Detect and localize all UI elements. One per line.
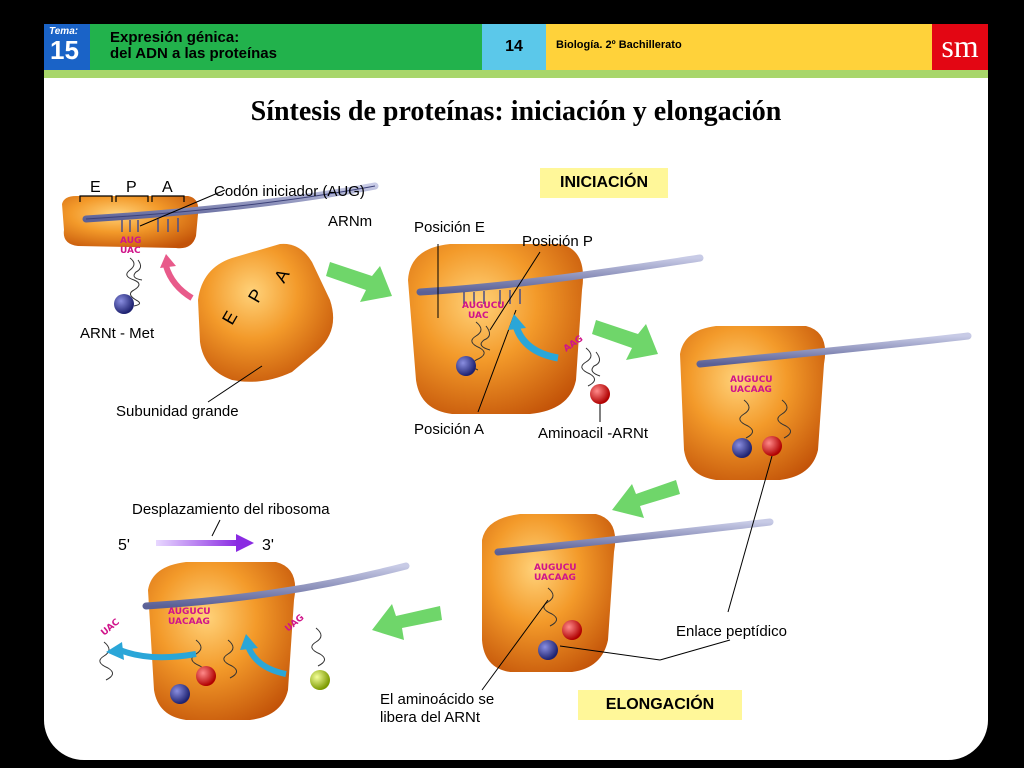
codon-aug: AUG <box>120 236 141 246</box>
exiting-anticodon: UAC <box>100 617 123 638</box>
label-five-prime: 5' <box>118 537 130 554</box>
pink-arrow-head <box>160 254 176 268</box>
small-subunit <box>62 182 379 249</box>
label-peptide-bond: Enlace peptídico <box>676 623 787 640</box>
ribosome-initiation <box>408 244 704 414</box>
label-start-codon: Codón iniciador (AUG) <box>214 183 365 200</box>
shift-arrow-head <box>236 534 254 552</box>
pink-arrow <box>163 265 194 301</box>
large-subunit: E P A <box>198 243 334 382</box>
peptide-bond-leader-1 <box>727 455 773 613</box>
r4-codons: AUGUCU <box>168 607 211 617</box>
label-large-subunit: Subunidad grande <box>116 403 239 420</box>
stage-initiation: INICIACIÓN <box>540 168 668 198</box>
label-position-e: Posición E <box>414 219 485 236</box>
label-position-p: Posición P <box>522 233 593 250</box>
label-p: P <box>126 179 137 196</box>
large-subunit-leader <box>207 365 263 403</box>
peptide-bond-leader-2 <box>559 645 661 661</box>
course-text: Biología. 2º Bachillerato <box>556 39 682 51</box>
ribosome-translocation <box>482 514 774 672</box>
label-aa-release-1: El aminoácido se <box>380 691 494 708</box>
r3-anticodons: UACAAG <box>534 573 576 583</box>
position-p-leader <box>489 251 541 331</box>
green-arrow-2 <box>592 320 658 360</box>
label-e: E <box>90 179 101 196</box>
ribosome-elongation <box>142 562 410 720</box>
label-three-prime: 3' <box>262 537 274 554</box>
blue-arrow-1 <box>512 324 559 362</box>
blue-arrow-1-head <box>508 314 526 330</box>
tema-number: 15 <box>50 35 79 65</box>
tema-label: Tema: <box>49 26 79 37</box>
r2-anticodons: UACAAG <box>730 385 772 395</box>
release-leader <box>481 599 549 691</box>
ribosome-shift-leader <box>211 519 221 537</box>
course-label: Biología. 2º Bachillerato <box>546 24 932 70</box>
header-strip <box>44 70 988 78</box>
page-title: Síntesis de proteínas: iniciación y elon… <box>250 96 782 127</box>
trna-met <box>114 257 143 314</box>
r4-anticodons: UACAAG <box>168 617 210 627</box>
label-a: A <box>162 179 173 196</box>
tema-badge: Tema: 15 <box>44 24 90 70</box>
green-arrow-4 <box>372 604 442 640</box>
blue-arrow-exit-head <box>106 642 124 660</box>
label-position-a: Posición A <box>414 421 484 438</box>
label-trna-met: ARNt - Met <box>80 325 155 342</box>
start-codon-leader <box>139 189 226 227</box>
green-arrow-1 <box>326 262 392 302</box>
label-aa-release-2: libera del ARNt <box>380 709 481 726</box>
stage-elongation: ELONGACIÓN <box>578 690 742 720</box>
topic-line-2: del ADN a las proteínas <box>110 45 277 62</box>
anticodon-uac: UAC <box>120 246 141 256</box>
blue-arrow-exit <box>118 647 197 661</box>
green-arrow-3 <box>612 480 680 518</box>
page-number: 14 <box>482 24 546 70</box>
ribosome-peptide-bond <box>680 326 972 480</box>
r2-codons: AUGUCU <box>730 375 773 385</box>
topic-line-1: Expresión génica: <box>110 29 240 46</box>
topic-title: Expresión génica: del ADN a las proteína… <box>90 24 482 70</box>
r3-codons: AUGUCU <box>534 563 577 573</box>
publisher-logo: sm <box>932 24 988 70</box>
blue-arrow-enter-head <box>240 634 258 650</box>
r1-codons: AUGUCU <box>462 301 505 311</box>
peptide-bond-leader-3 <box>659 639 731 661</box>
header-bar: Tema: 15 Expresión génica: del ADN a las… <box>44 24 988 70</box>
r1-anticodon: UAC <box>468 311 489 321</box>
label-mrna: ARNm <box>328 213 372 230</box>
shift-arrow-shaft <box>156 540 238 546</box>
blue-arrow-enter <box>245 644 287 677</box>
label-aminoacyl-trna: Aminoacil -ARNt <box>538 425 649 442</box>
label-ribosome-shift: Desplazamiento del ribosoma <box>132 501 330 518</box>
